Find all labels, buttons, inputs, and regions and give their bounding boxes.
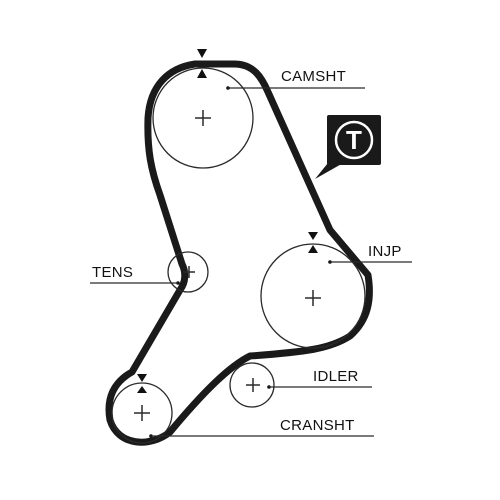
idler-label: IDLER [313, 368, 359, 385]
timing-mark-outer-icon [137, 374, 147, 382]
timing-mark-outer-icon [197, 49, 207, 58]
idler-pulley [229, 362, 275, 408]
plus-icon [246, 378, 260, 392]
timing-mark-inner-icon [137, 386, 147, 393]
timing-mark-inner-icon [197, 69, 207, 78]
plus-icon [183, 266, 195, 278]
crankshaft-label: CRANSHT [280, 417, 355, 434]
tensioner-label: TENS [92, 264, 133, 281]
plus-icon [195, 110, 211, 126]
tensioner-pulley [167, 251, 209, 293]
camshaft-pulley [152, 49, 254, 169]
timing-mark-inner-icon [308, 245, 318, 253]
tensioner-badge-icon: T [315, 115, 381, 179]
plus-icon [134, 405, 150, 421]
camshaft-label: CAMSHT [281, 68, 346, 85]
injection-pump-label: INJP [368, 243, 402, 260]
plus-icon [305, 290, 321, 306]
badge-letter: T [346, 125, 362, 155]
timing-mark-outer-icon [308, 232, 318, 240]
